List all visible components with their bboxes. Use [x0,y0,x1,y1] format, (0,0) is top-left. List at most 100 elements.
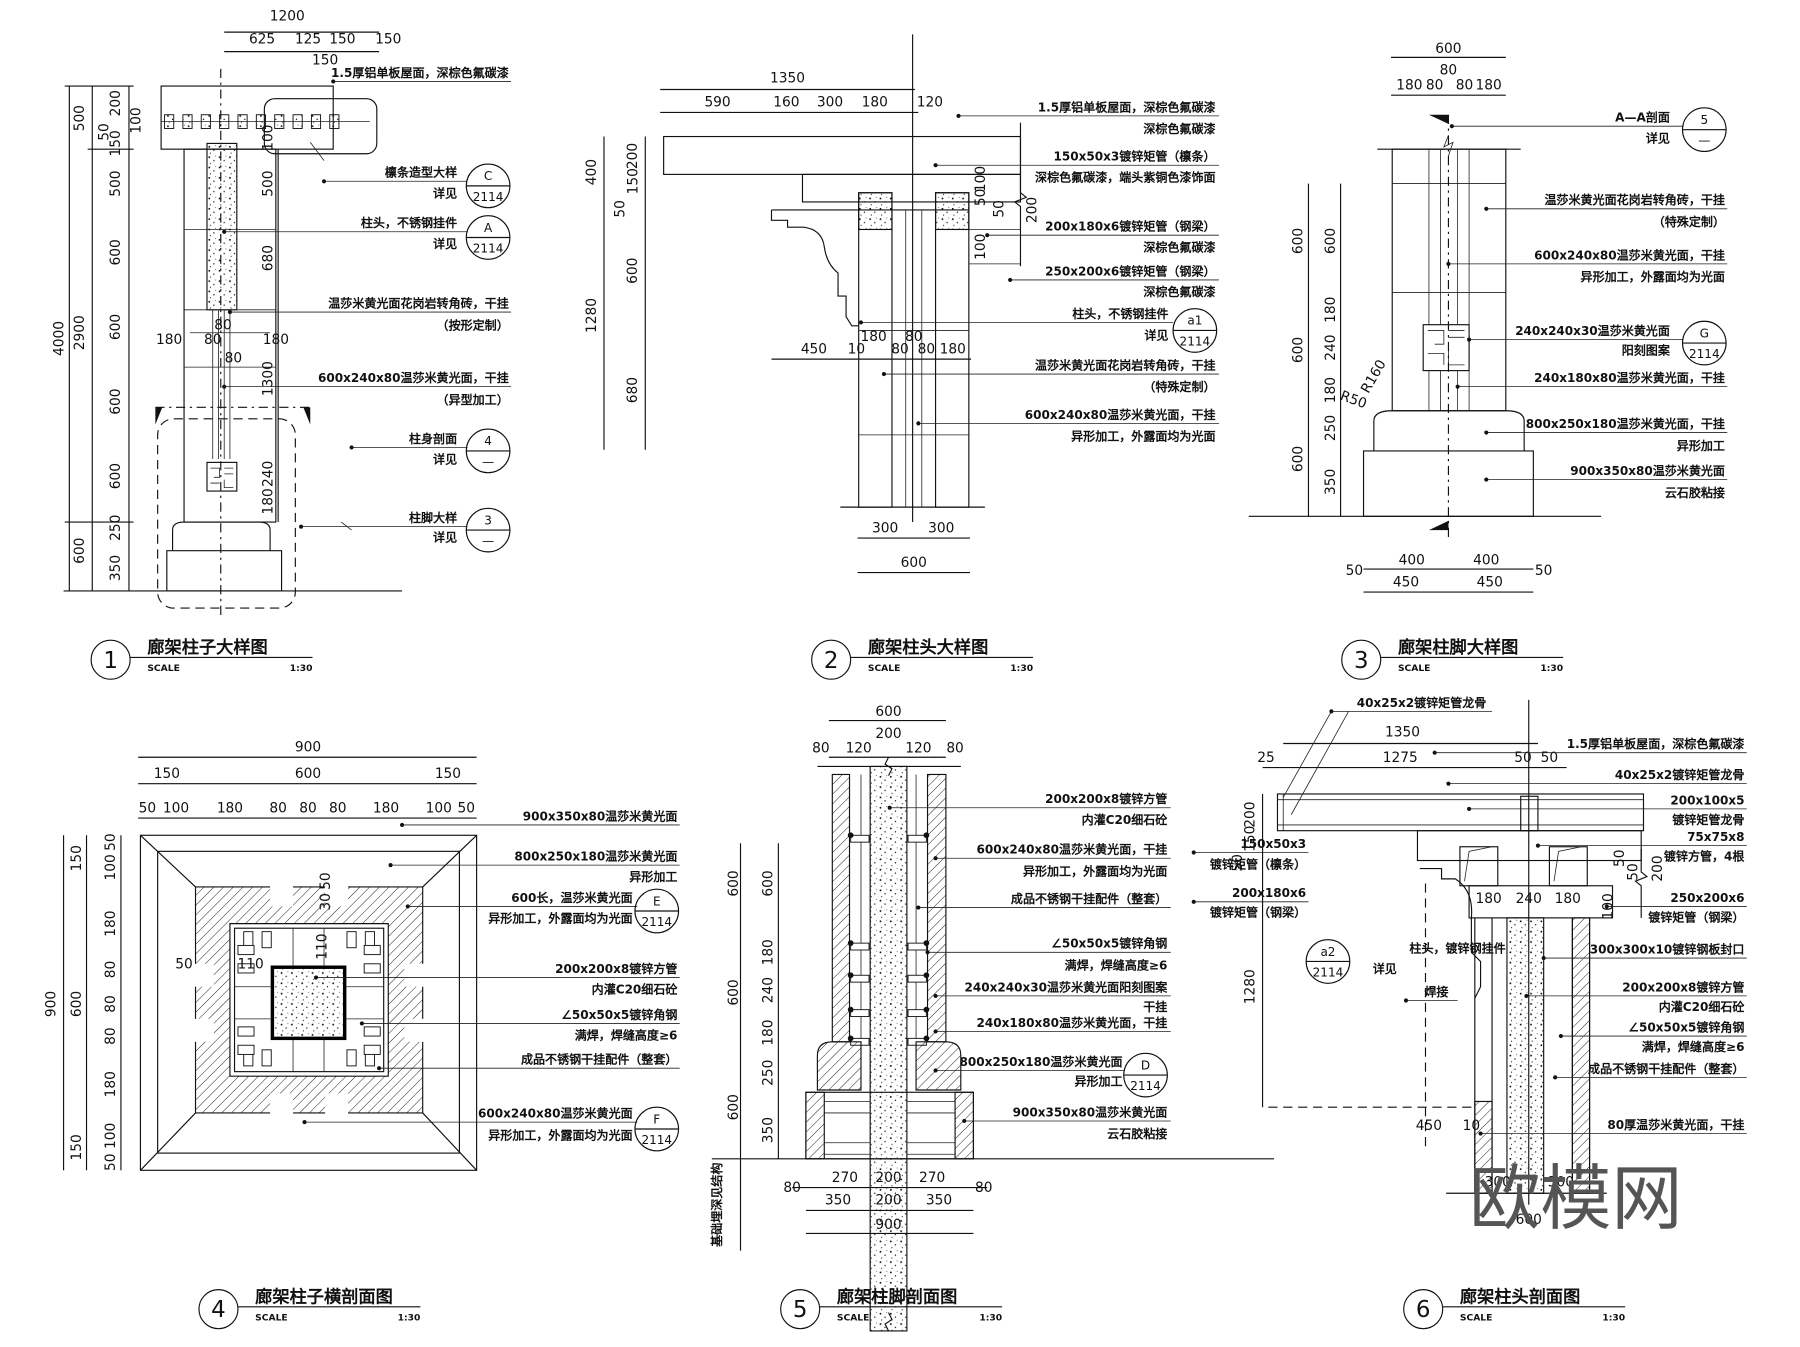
scale-label: SCALE [837,1313,870,1324]
annotation-note: 200x200x8镀锌方管 [555,961,677,976]
annotation-note: 40x25x2镀锌矩管龙骨 [1615,767,1745,782]
stone-hanger-brackets [237,931,381,1067]
detail-5-drawing [711,719,1275,1332]
dimension-label: 600 [875,704,901,720]
annotation-note: 深棕色氟碳漆 [1143,284,1215,299]
purlin-section [219,114,230,129]
dimension-label: 120 [905,741,931,757]
annotation-note: 内灌C20细石砼 [592,982,679,997]
dimension-label: 150 [375,32,401,48]
dimension-label: 180 [761,1019,777,1045]
dimension-label: 600 [726,870,742,896]
leader-dot [933,856,938,861]
dimension-label: 80 [905,329,923,345]
dimension-label: 50 [973,189,989,207]
scale-value: 1:30 [1010,663,1033,674]
dimension-label: 240 [260,461,276,487]
dimension-label: 4000 [52,321,68,356]
scale-label: SCALE [868,663,901,674]
annotation-note: 异形加工 [1074,1073,1122,1088]
dimension-label: 80 [269,800,287,816]
dimension-label: 160 [773,95,799,111]
detail-reference-callout[interactable]: 4— [465,428,511,474]
annotation-note: 异形加工 [1677,438,1725,453]
scale-label: SCALE [1460,1313,1493,1324]
annotation-note: 深棕色氟碳漆 [1143,121,1215,136]
dimension-label: 450 [1477,574,1503,590]
callout-sheet-number: — [482,455,494,469]
dimension-label: 300 [1485,1174,1511,1190]
dimension-label: 150 [312,52,338,68]
dimension-label: 200 [875,1170,901,1186]
annotation-note: 柱头，镀锌钢挂件 [1409,940,1505,955]
annotation-note: 柱头，不锈钢挂件 [1072,306,1168,321]
annotation-note: 200x200x8镀锌方管 [1622,979,1744,994]
dimension-label: 100 [128,107,144,133]
leader-dot [377,1066,382,1071]
annotation-note: 柱身剖面 [409,431,457,446]
dimension-label: 500 [260,170,276,196]
dimension-label: 180 [1323,377,1339,403]
annotation-note: （按形定制） [437,317,509,332]
detail-title: 廊架柱脚剖面图 [837,1286,957,1307]
dimension-label: 120 [917,95,943,111]
angle-bracket [907,974,927,983]
dimension-label: 450 [1393,574,1419,590]
leader-dot [1455,384,1460,389]
dimension-label: 250 [761,1060,777,1086]
annotation-note: 异形加工，外露面均为光面 [1071,429,1215,444]
leader-dot [299,524,304,529]
annotation-note: 干挂 [1143,999,1167,1014]
annotation-note: 成品不锈钢干挂配件（整套） [1011,891,1167,906]
annotation-note: 240x180x80温莎米黄光面，干挂 [1534,370,1725,385]
annotation-note: 150x50x3 [1240,837,1306,851]
annotation-note: 檩条造型大样 [385,165,457,180]
annotation-note: 900x350x80温莎米黄光面 [523,808,678,823]
annotation-note: 异形加工，外露面均为光面 [488,910,632,925]
annotation-note: 200x180x6镀锌矩管（钢梁） [1045,219,1215,234]
dimension-label: 180 [373,800,399,816]
detail-6-drawing [1261,699,1649,1205]
dimension-label: 80 [918,341,936,357]
detail-number: 5 [793,1297,808,1323]
annotation-note: 1.5厚铝单板屋面，深棕色氟碳漆 [331,65,509,80]
dimension-label: 200 [625,143,641,169]
purlin-section [310,114,322,129]
detail-reference-callout[interactable]: 5— [1681,107,1727,153]
dimension-label: 80 [1440,63,1458,79]
leader-dot [962,1118,967,1124]
dimension-label: 600 [69,991,85,1017]
leader-dot [1535,843,1540,848]
purlin-section [329,114,340,129]
dimension-label: 600 [1291,337,1307,363]
dimension-label: 80 [812,741,830,757]
annotation-note: 云石胶粘接 [1665,485,1725,500]
dimension-label: 240 [761,977,777,1003]
dimension-label: 600 [1435,41,1461,57]
detail-reference-callout[interactable]: 3— [465,507,511,553]
weld-dot [923,940,930,946]
dimension-label: 900 [44,991,60,1017]
leader-dot [985,233,990,238]
callout-sheet-number: — [482,534,494,548]
detail-6-labels: 1350251275505020015050128050502001001802… [1191,695,1747,1330]
angle-bracket [850,1009,870,1018]
annotation-note: 600x240x80温莎米黄光面，干挂 [1025,407,1216,422]
hanger-bracket [363,1044,381,1055]
callout-reference-id: C [484,169,492,183]
angle-bracket [907,942,927,951]
annotation-note: 异形加工，外露面均为光面 [488,1127,632,1142]
leader-dot [933,993,938,998]
